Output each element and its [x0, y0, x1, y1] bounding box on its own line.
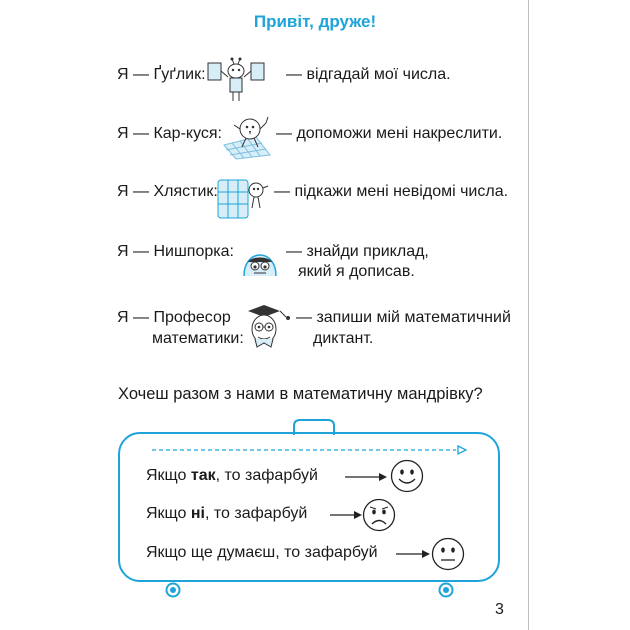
intro-professor-line2: математики:: [152, 330, 244, 347]
option-yes-text: Якщо так, то зафарбуй: [146, 467, 318, 484]
suitcase-frame: [118, 432, 500, 582]
arrow-right-icon: [330, 511, 362, 519]
text-professor-line1: — запиши мій математичний: [296, 309, 511, 326]
text-nyshporka-line1: — знайди приклад,: [286, 243, 429, 260]
text-professor-line2: диктант.: [313, 330, 374, 347]
khliastyk-grid-icon: [217, 179, 269, 219]
nyshporka-peeking-icon: [243, 254, 277, 277]
suitcase-handle: [293, 419, 335, 435]
text-guglyk: — відгадай мої числа.: [286, 66, 451, 83]
text-nyshporka-line2: який я дописав.: [298, 263, 415, 280]
option-no-text: Якщо ні, то зафарбуй: [146, 505, 308, 522]
intro-khliastyk: Я — Хлястик:: [117, 183, 218, 200]
suitcase-wheel-left: [165, 582, 181, 598]
neutral-face-icon[interactable]: [431, 537, 465, 571]
dashed-arrow-line: [152, 444, 468, 456]
intro-nyshporka: Я — Нишпорка:: [117, 243, 234, 260]
arrow-right-icon: [396, 550, 430, 558]
text-karkusia: — допоможи мені накреслити.: [276, 125, 503, 142]
intro-guglyk: Я — Ґуґлик:: [117, 66, 206, 83]
professor-graduate-icon: [248, 305, 290, 348]
intro-professor-line1: Я — Професор: [117, 309, 231, 326]
page-number: 3: [495, 601, 504, 618]
text-khliastyk: — підкажи мені невідомі числа.: [274, 183, 509, 200]
happy-face-icon[interactable]: [390, 459, 424, 493]
adventure-question: Хочеш разом з нами в математичну мандрів…: [118, 385, 483, 403]
page-title: Привіт, друже!: [253, 12, 377, 31]
intro-karkusia: Я — Кар-куся:: [117, 125, 222, 142]
page-edge-line: [528, 0, 529, 630]
sad-face-icon[interactable]: [362, 498, 396, 532]
guglyk-robot-icon: [207, 57, 265, 101]
option-thinking-text: Якщо ще думаєш, то зафарбуй: [146, 544, 378, 561]
karkusia-bird-icon: [223, 116, 271, 160]
arrow-right-icon: [345, 473, 387, 481]
suitcase-wheel-right: [438, 582, 454, 598]
